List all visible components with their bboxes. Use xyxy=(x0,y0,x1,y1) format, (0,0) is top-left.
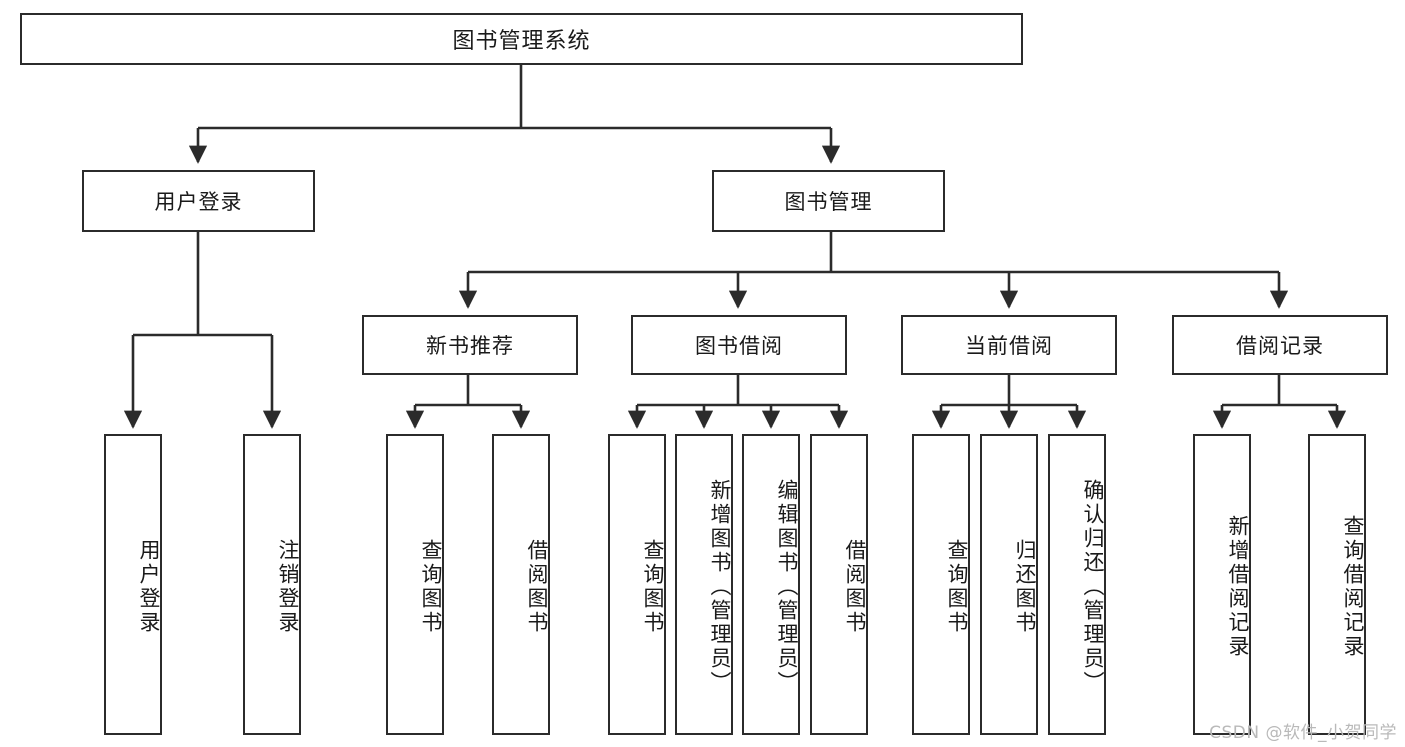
leaf-label: 新增借阅记录 xyxy=(1226,514,1250,659)
leaf-user-logout[interactable]: 注销登录 xyxy=(243,434,301,735)
leaf-label: 借阅图书 xyxy=(843,538,867,635)
leaf-label: 借阅图书 xyxy=(525,538,549,635)
node-new-book-recommend[interactable]: 新书推荐 xyxy=(362,315,578,375)
node-user-login[interactable]: 用户登录 xyxy=(82,170,315,232)
node-book-borrow[interactable]: 图书借阅 xyxy=(631,315,847,375)
leaf-edit-book[interactable]: 编辑图书（管理员） xyxy=(742,434,800,735)
leaf-query-book-2[interactable]: 查询图书 xyxy=(608,434,666,735)
leaf-label: 查询图书 xyxy=(419,538,443,635)
leaf-label: 归还图书 xyxy=(1013,538,1037,635)
node-book-manage[interactable]: 图书管理 xyxy=(712,170,945,232)
node-root-图书管理系统[interactable]: 图书管理系统 xyxy=(20,13,1023,65)
leaf-return-book[interactable]: 归还图书 xyxy=(980,434,1038,735)
leaf-label: 查询图书 xyxy=(945,538,969,635)
leaf-label: 查询借阅记录 xyxy=(1341,514,1365,659)
leaf-query-record[interactable]: 查询借阅记录 xyxy=(1308,434,1366,735)
leaf-label: 查询图书 xyxy=(641,538,665,635)
leaf-label: 确认归还（管理员） xyxy=(1081,478,1105,695)
leaf-label: 注销登录 xyxy=(276,538,300,635)
leaf-add-book[interactable]: 新增图书（管理员） xyxy=(675,434,733,735)
leaf-label: 新增图书（管理员） xyxy=(708,478,732,695)
leaf-label: 用户登录 xyxy=(137,538,161,635)
node-current-borrow[interactable]: 当前借阅 xyxy=(901,315,1117,375)
leaf-user-login[interactable]: 用户登录 xyxy=(104,434,162,735)
leaf-add-record[interactable]: 新增借阅记录 xyxy=(1193,434,1251,735)
leaf-label: 编辑图书（管理员） xyxy=(775,478,799,695)
leaf-query-book-1[interactable]: 查询图书 xyxy=(386,434,444,735)
leaf-borrow-book-1[interactable]: 借阅图书 xyxy=(492,434,550,735)
node-borrow-record[interactable]: 借阅记录 xyxy=(1172,315,1388,375)
leaf-borrow-book-2[interactable]: 借阅图书 xyxy=(810,434,868,735)
leaf-confirm-return[interactable]: 确认归还（管理员） xyxy=(1048,434,1106,735)
csdn-watermark: CSDN @软件_小贺同学 xyxy=(1209,723,1397,743)
leaf-query-book-3[interactable]: 查询图书 xyxy=(912,434,970,735)
